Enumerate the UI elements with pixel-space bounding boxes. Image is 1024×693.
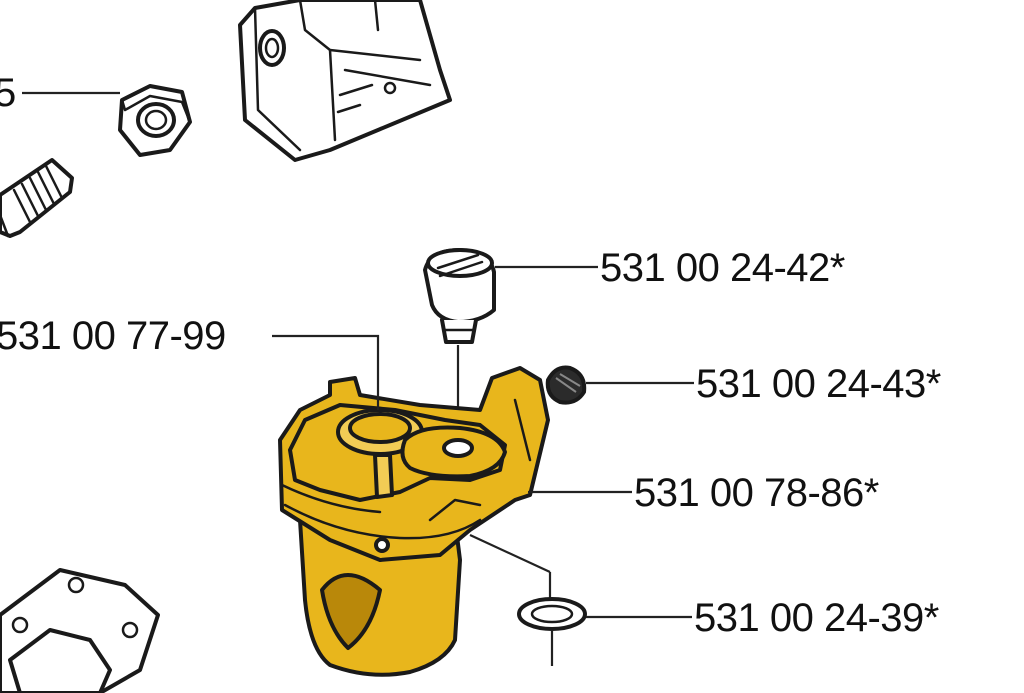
hex-nut <box>118 84 192 157</box>
label-washer: 531 00 24-39* <box>694 596 939 640</box>
washer-axis-line-upper <box>469 534 551 573</box>
gasket-plate <box>0 568 160 693</box>
mounting-bracket <box>238 0 452 162</box>
threaded-bolt <box>0 158 74 238</box>
slotted-screw <box>423 248 496 344</box>
label-housing: 531 00 78-86* <box>634 471 879 515</box>
label-slotted-screw: 531 00 24-42* <box>600 246 845 290</box>
label-pin: 531 00 77-99 <box>0 314 226 358</box>
washer <box>517 597 587 631</box>
leader-line-pin <box>272 334 380 410</box>
label-small-set-screw: 531 00 24-43* <box>696 362 941 406</box>
highlighted-housing <box>278 366 550 677</box>
partial-label-left: 5 <box>0 71 16 115</box>
small-set-screw <box>545 365 587 405</box>
